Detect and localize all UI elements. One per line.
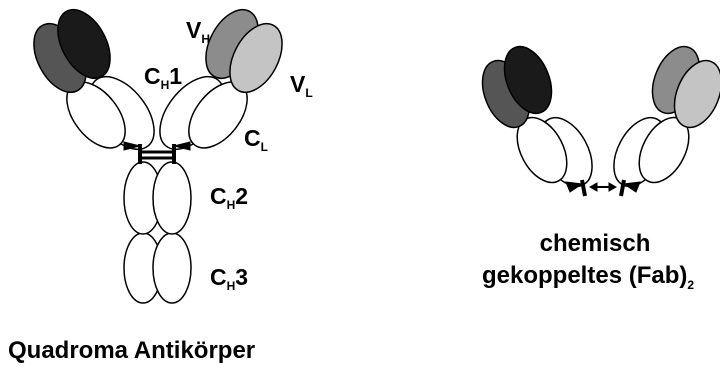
chemical-linker xyxy=(565,179,641,197)
hinge-disulfide-bonds xyxy=(123,141,191,164)
label-vh: VH xyxy=(186,17,210,46)
fab2-conjugate xyxy=(481,45,720,197)
caption-chemisch: chemisch xyxy=(540,230,651,257)
label-ch3: CH3 xyxy=(210,264,248,293)
label-ch2: CH2 xyxy=(210,183,248,212)
right-arm-vl-domain xyxy=(229,22,283,94)
fab-left-vh-domain xyxy=(503,45,553,115)
caption-gekoppeltes-fab2: gekoppeltes (Fab)2 xyxy=(482,262,694,292)
ch3-domain-right xyxy=(152,232,192,304)
label-vl: VL xyxy=(290,71,313,100)
ch2-domain-right xyxy=(152,161,192,235)
label-cl: CL xyxy=(244,125,268,154)
label-ch1: CH1 xyxy=(144,63,182,92)
caption-quadroma: Quadroma Antikörper xyxy=(8,337,255,364)
fab-right-vl-domain xyxy=(673,59,720,129)
left-arm-vh-domain xyxy=(57,8,111,80)
quadroma-antibody xyxy=(33,8,283,304)
